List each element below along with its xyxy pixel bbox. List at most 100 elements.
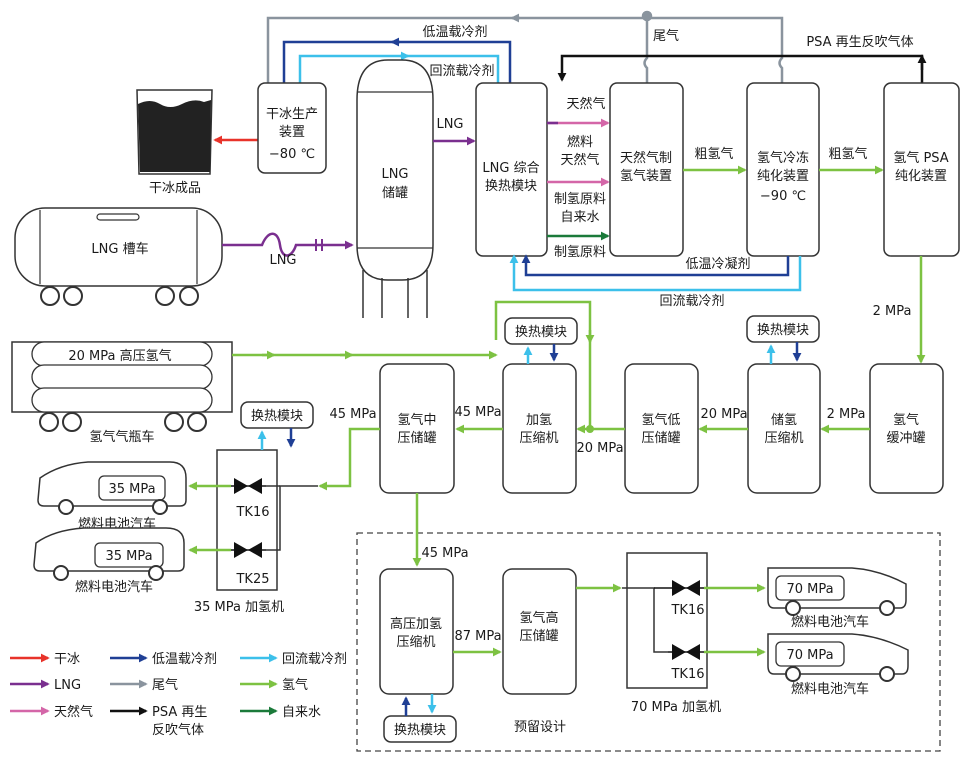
diagram-label: 压缩机 [396,634,435,650]
diagram-label: TK16 [670,667,704,682]
diagram-label: 压缩机 [764,430,803,446]
diagram-label: LNG 综合 [482,161,539,176]
diagram-label: 燃料电池汽车 [75,579,153,595]
h2-hp-tank: 氢气高 压储罐 [502,568,577,695]
diagram-label: 氢气低 [641,412,680,428]
diagram-label: 储罐 [382,186,408,201]
psa-regen-label: PSA 再生反吹气体 [806,34,913,50]
diagram-label: 氢气中 [397,412,436,428]
lng-tank: LNG 储罐 [356,59,434,318]
legend-item-natural-gas: 天然气 [10,704,93,720]
dry-ice-product-label: 干冰成品 [149,181,201,196]
diagram-label: 35 MPa [108,482,155,497]
diagram-label: 干冰 [54,652,80,667]
fcv-70-top: 70 MPa 燃料电池汽车 [767,567,907,630]
lng-hx-module: LNG 综合 换热模块 [475,82,548,257]
diagram-label: 20 MPa 高压氢气 [68,348,171,364]
legend-item-psa-regen: PSA 再生 反吹气体 [110,705,207,738]
diagram-label: 45 MPa [329,407,376,422]
diagram-label: LNG [269,253,296,268]
hp-compressor: 高压加氢 压缩机 [379,568,454,695]
h2-tube-trailer: 20 MPa 高压氢气 氢气气瓶车 [11,341,233,445]
diagram-label: 45 MPa [454,405,501,420]
diagram-label: 反吹气体 [152,722,204,738]
reserved-design-label: 预留设计 [514,720,566,735]
diagram-label: 87 MPa [454,629,501,644]
dry-ice-product: 干冰成品 [136,89,213,196]
hx-module-booster: 换热模块 [504,317,578,364]
diagram-label: 压储罐 [641,431,680,446]
h2-low-pressure-tank: 氢气低 压储罐 [624,363,699,494]
diagram-label: 70 MPa [786,648,833,663]
legend-item-lng: LNG [10,678,81,693]
diagram-label: 换热模块 [485,179,537,194]
diagram-label: 35 MPa 加氢机 [194,600,284,615]
booster-compressor: 加氢 压缩机 [502,363,577,494]
storage-compressor: 储氢 压缩机 [747,363,821,494]
hx-module-35: 换热模块 [240,401,314,450]
diagram-label: 天然气制 [620,150,672,166]
tail-gas-label: 尾气 [653,28,679,44]
diagram-label: 2 MPa [827,407,866,422]
diagram-label: 干冰生产 [266,107,318,122]
diagram-label: 氢气装置 [620,168,672,184]
reflux-coolant-loop [298,51,500,83]
diagram-label: 压缩机 [519,430,558,446]
diagram-label: 70 MPa 加氢机 [631,700,721,715]
diagram-label: 换热模块 [515,325,567,340]
diagram-label: 低温载冷剂 [152,652,217,667]
diagram-label: PSA 再生 [152,705,207,720]
diagram-label: 氢气气瓶车 [89,429,154,445]
diagram-label: 70 MPa [786,582,833,597]
legend-item-tap-water: 自来水 [240,705,321,720]
lng-truck: LNG 槽车 [14,207,223,306]
diagram-label: 加氢 [526,413,552,428]
diagram-label: 高压加氢 [390,616,442,632]
diagram-label: 回流载冷剂 [659,294,724,309]
diagram-label: 天然气 [560,152,599,168]
condensate-loops [509,254,802,292]
diagram-label: 纯化装置 [895,169,947,184]
diagram-label: 自来水 [282,705,321,720]
diagram-label: 20 MPa [576,441,623,456]
diagram-label: 换热模块 [251,409,303,424]
diagram-label: 缓冲罐 [886,431,925,446]
fcv-70-bottom: 70 MPa 燃料电池汽车 [767,633,909,697]
legend-item-low-temp-coolant: 低温载冷剂 [110,652,217,667]
diagram-label: 粗氢气 [694,146,733,162]
legend-item-hydrogen: 氢气 [240,677,308,693]
reserved-design-frame [356,532,941,752]
diagram-label: LNG [54,678,81,693]
diagram-label: 燃料电池汽车 [791,681,869,697]
diagram-label: 燃料电池汽车 [791,614,869,630]
diagram-label: 45 MPa [421,546,468,561]
diagram-label: TK16 [235,505,269,520]
diagram-label: 2 MPa [873,304,912,319]
legend-item-reflux-coolant: 回流载冷剂 [240,652,347,667]
low-temp-coolant-loop [282,37,512,83]
diagram-label: −80 ℃ [269,147,315,162]
hx-module-hp: 换热模块 [383,694,457,743]
low-temp-coolant-label: 低温载冷剂 [422,25,487,40]
diagram-label: TK25 [235,572,269,587]
hx-to-reformer-flows: 天然气 燃料 天然气 制氢原料 自来水 制氢原料 [547,96,610,260]
h2-cryo-purifier: 氢气冷冻 纯化装置 −90 ℃ [746,82,820,257]
dispenser-70: TK16 TK16 70 MPa 加氢机 [622,552,721,715]
diagram-label: 氢气 [282,677,308,693]
dry-ice-unit: 干冰生产 装置 −80 ℃ [257,82,327,174]
diagram-label: 回流载冷剂 [282,652,347,667]
diagram-label: 装置 [279,125,305,140]
ng-reformer: 天然气制 氢气装置 [609,82,684,257]
diagram-label: 换热模块 [394,723,446,738]
diagram-label: 换热模块 [757,323,809,338]
dispenser-35: TK16 TK25 35 MPa 加氢机 [194,449,318,615]
diagram-label: 储氢 [771,413,797,428]
diagram-label: 燃料 [567,134,593,150]
diagram-label: 20 MPa [700,407,747,422]
psa-regen-loop [557,54,927,83]
diagram-label: 制氢原料 [554,192,606,207]
diagram-label: 35 MPa [105,549,152,564]
diagram-label: 氢气冷冻 [757,150,809,166]
